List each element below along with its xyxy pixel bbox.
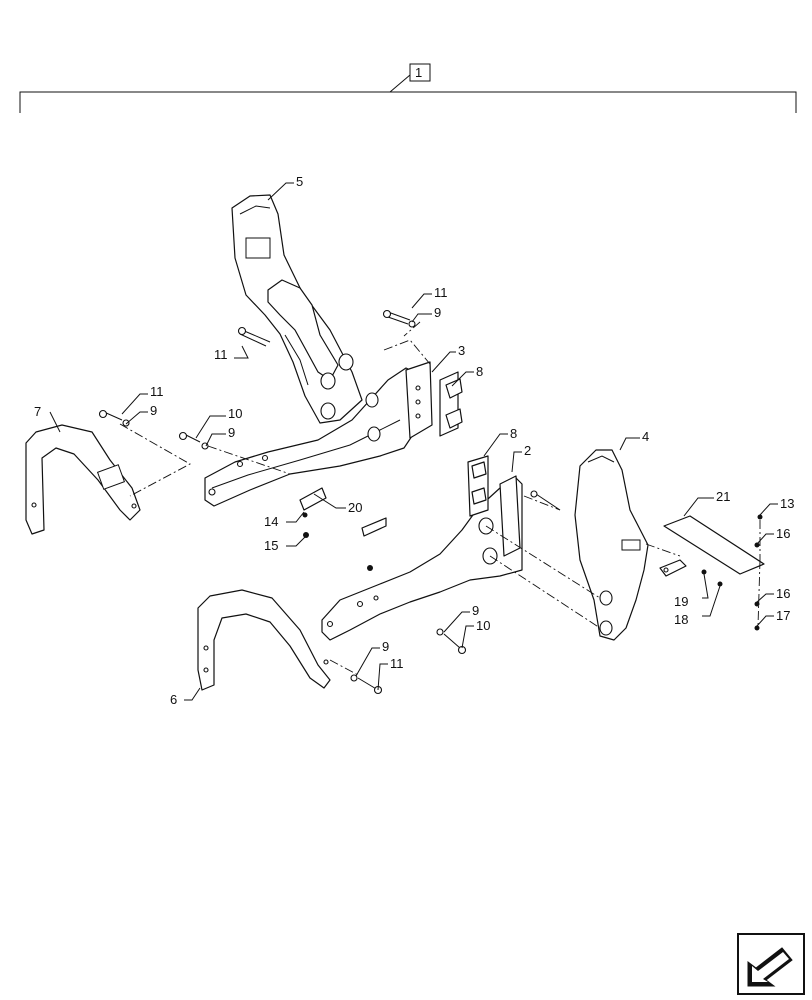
- callout-18: 18: [674, 612, 688, 627]
- callout-4: 4: [642, 429, 649, 444]
- callout-9: 9: [434, 305, 441, 320]
- part-3-horizontal-arm: [204, 361, 433, 507]
- callout-11: 11: [390, 656, 404, 671]
- part-6-lower-left-bracket: [197, 589, 331, 691]
- callout-3: 3: [458, 343, 465, 358]
- part-21-plate: [659, 515, 765, 577]
- callout-11: 11: [434, 285, 448, 300]
- part-2-lower-arm: [321, 475, 523, 641]
- callout-16: 16: [776, 586, 790, 601]
- callout-10: 10: [228, 406, 242, 421]
- callout-7: 7: [34, 404, 41, 419]
- callout-17: 17: [776, 608, 790, 623]
- part-5-upper-mount: [231, 194, 363, 424]
- callout-6: 6: [170, 692, 177, 707]
- callout-13: 13: [780, 496, 794, 511]
- callout-11: 11: [150, 384, 164, 399]
- part-7-left-upper-bracket: [25, 424, 141, 535]
- assembly-bracket: 1: [19, 63, 797, 113]
- fastener-bolts: [98, 309, 763, 695]
- callout-9: 9: [150, 403, 157, 418]
- callout-5: 5: [296, 174, 303, 189]
- callout-16: 16: [776, 526, 790, 541]
- callout-15: 15: [264, 538, 278, 553]
- callout-8: 8: [510, 426, 517, 441]
- callout-14: 14: [264, 514, 278, 529]
- callout-20: 20: [348, 500, 362, 515]
- part-20-small-clip: [299, 487, 387, 537]
- alignment-lines: [119, 321, 761, 677]
- callout-labels: 5 11 9 11 3 8 7 11 9 10 9 8 2 4 21 13 16…: [34, 174, 794, 707]
- next-page-arrow-icon[interactable]: [737, 933, 805, 995]
- assembly-label: 1: [415, 65, 422, 80]
- callout-9: 9: [228, 425, 235, 440]
- callout-8: 8: [476, 364, 483, 379]
- callout-10: 10: [476, 618, 490, 633]
- callout-19: 19: [674, 594, 688, 609]
- part-8-spacer-lower: [467, 455, 489, 517]
- callout-9: 9: [382, 639, 389, 654]
- part-8-spacer-upper: [439, 371, 463, 437]
- callout-21: 21: [716, 489, 730, 504]
- callout-11: 11: [214, 347, 228, 362]
- callout-9: 9: [472, 603, 479, 618]
- part-4-right-bracket: [574, 449, 649, 641]
- callout-2: 2: [524, 443, 531, 458]
- leader-lines: [49, 182, 778, 701]
